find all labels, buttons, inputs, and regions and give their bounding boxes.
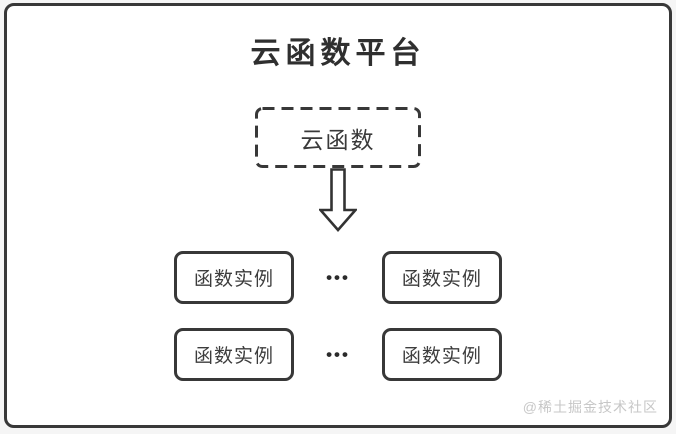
ellipsis-separator: ••• — [326, 345, 350, 364]
instance-row: 函数实例 ••• 函数实例 — [7, 328, 669, 381]
diagram-card: 云函数平台 云函数 函数实例 ••• 函数实例 函数实例 ••• 函数实例 @稀… — [4, 3, 672, 428]
instance-box-label: 函数实例 — [401, 269, 482, 290]
diagram-title: 云函数平台 — [250, 37, 426, 70]
dashed-border — [255, 107, 421, 168]
instance-box-label: 函数实例 — [194, 269, 275, 290]
instance-box: 函数实例 — [174, 328, 295, 381]
instance-box: 函数实例 — [381, 328, 502, 381]
ellipsis-separator: ••• — [326, 268, 350, 287]
watermark: @稀土掘金技术社区 — [522, 399, 658, 415]
instance-box-label: 函数实例 — [194, 346, 275, 367]
instance-box: 函数实例 — [174, 251, 295, 304]
down-arrow-icon — [319, 168, 357, 232]
instance-box-label: 函数实例 — [401, 346, 482, 367]
instance-box: 函数实例 — [381, 251, 502, 304]
cloud-function-node-label: 云函数 — [300, 126, 376, 153]
cloud-function-node: 云函数 — [255, 107, 421, 168]
instance-row: 函数实例 ••• 函数实例 — [7, 251, 669, 304]
